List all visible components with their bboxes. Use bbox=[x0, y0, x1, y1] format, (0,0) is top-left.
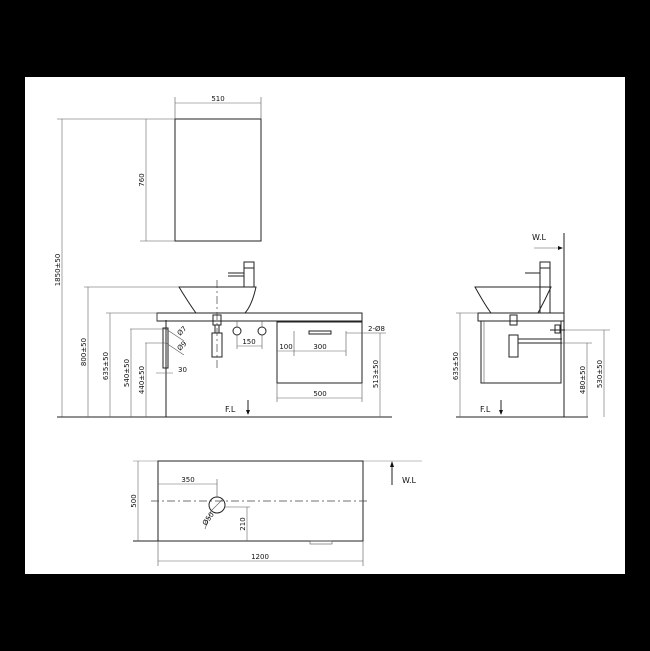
faucet-spacing-label: 150 bbox=[242, 338, 255, 346]
mount-holes-label: 2-Ø8 bbox=[368, 325, 385, 333]
basin-top-height-label: 800±50 bbox=[80, 338, 88, 366]
supply-height-label: 530±50 bbox=[596, 360, 604, 388]
drawer-offset-label: 100 bbox=[279, 343, 292, 351]
valve-lower-height-label: 440±50 bbox=[138, 366, 146, 394]
valve-spacing-label: 30 bbox=[178, 366, 187, 374]
cabinet-width-label: 500 bbox=[313, 390, 326, 398]
mirror-width-label: 510 bbox=[211, 95, 224, 103]
mount-height-label: 513±50 bbox=[372, 360, 380, 388]
side-elevation: W.L 635±50 480±50 530±50 F.L bbox=[452, 233, 610, 418]
technical-drawing: 510 760 1850±50 800±50 635±50 bbox=[54, 95, 610, 566]
drawing-canvas: 510 760 1850±50 800±50 635±50 bbox=[25, 77, 625, 574]
total-width-label: 1200 bbox=[251, 553, 269, 561]
plan-view: Ø50 350 210 500 1200 W.L bbox=[130, 460, 422, 566]
total-height-label: 1850±50 bbox=[54, 254, 62, 287]
mirror-height-label: 760 bbox=[138, 173, 146, 186]
valve-upper-diameter-label: Ø7 bbox=[176, 325, 189, 338]
counter-height-label: 635±50 bbox=[102, 352, 110, 380]
side-wall-label: W.L bbox=[532, 233, 547, 242]
drain-from-front-label: 210 bbox=[239, 517, 247, 530]
drain-height-label: 480±50 bbox=[579, 366, 587, 394]
depth-label: 500 bbox=[130, 494, 138, 507]
mirror-elevation: 510 760 bbox=[138, 95, 262, 242]
handle-span-label: 300 bbox=[313, 343, 326, 351]
drain-diameter-label: Ø50 bbox=[201, 511, 216, 527]
drain-offset-label: 350 bbox=[181, 476, 194, 484]
side-counter-height-label: 635±50 bbox=[452, 352, 460, 380]
side-floor-label: F.L bbox=[480, 405, 491, 414]
plan-wall-label: W.L bbox=[402, 476, 417, 485]
floor-level-label: F.L bbox=[225, 405, 236, 414]
valve-upper-height-label: 540±50 bbox=[123, 359, 131, 387]
front-elevation: 1850±50 800±50 635±50 Ø7 Ø9 54 bbox=[54, 118, 392, 418]
